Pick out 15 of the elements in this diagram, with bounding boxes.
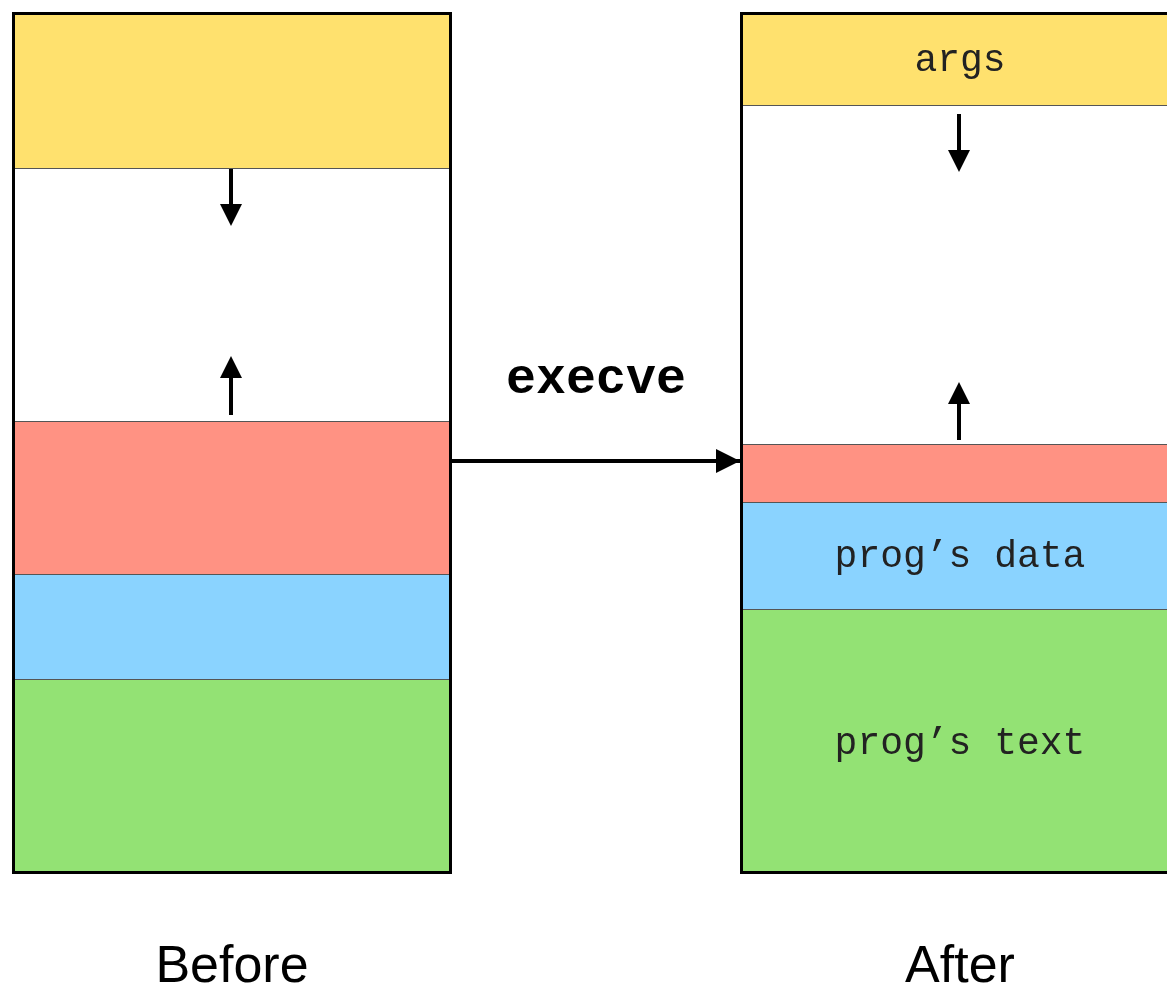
memory-segment xyxy=(743,503,1167,610)
memory-segment xyxy=(15,575,449,680)
memory-segment xyxy=(15,422,449,575)
memory-segment xyxy=(743,610,1167,871)
memory-segment xyxy=(743,445,1167,503)
segment-label: prog’s text xyxy=(834,721,1086,765)
segment-label: prog’s data xyxy=(834,534,1086,578)
segment-label: args xyxy=(914,38,1006,82)
memory-segment xyxy=(15,15,449,169)
memory-segment xyxy=(743,15,1167,106)
memory-segment xyxy=(15,680,449,871)
arrow xyxy=(452,449,740,473)
column-heading: After xyxy=(905,934,1015,994)
column-heading: Before xyxy=(155,934,309,994)
memory-segment xyxy=(15,169,449,422)
